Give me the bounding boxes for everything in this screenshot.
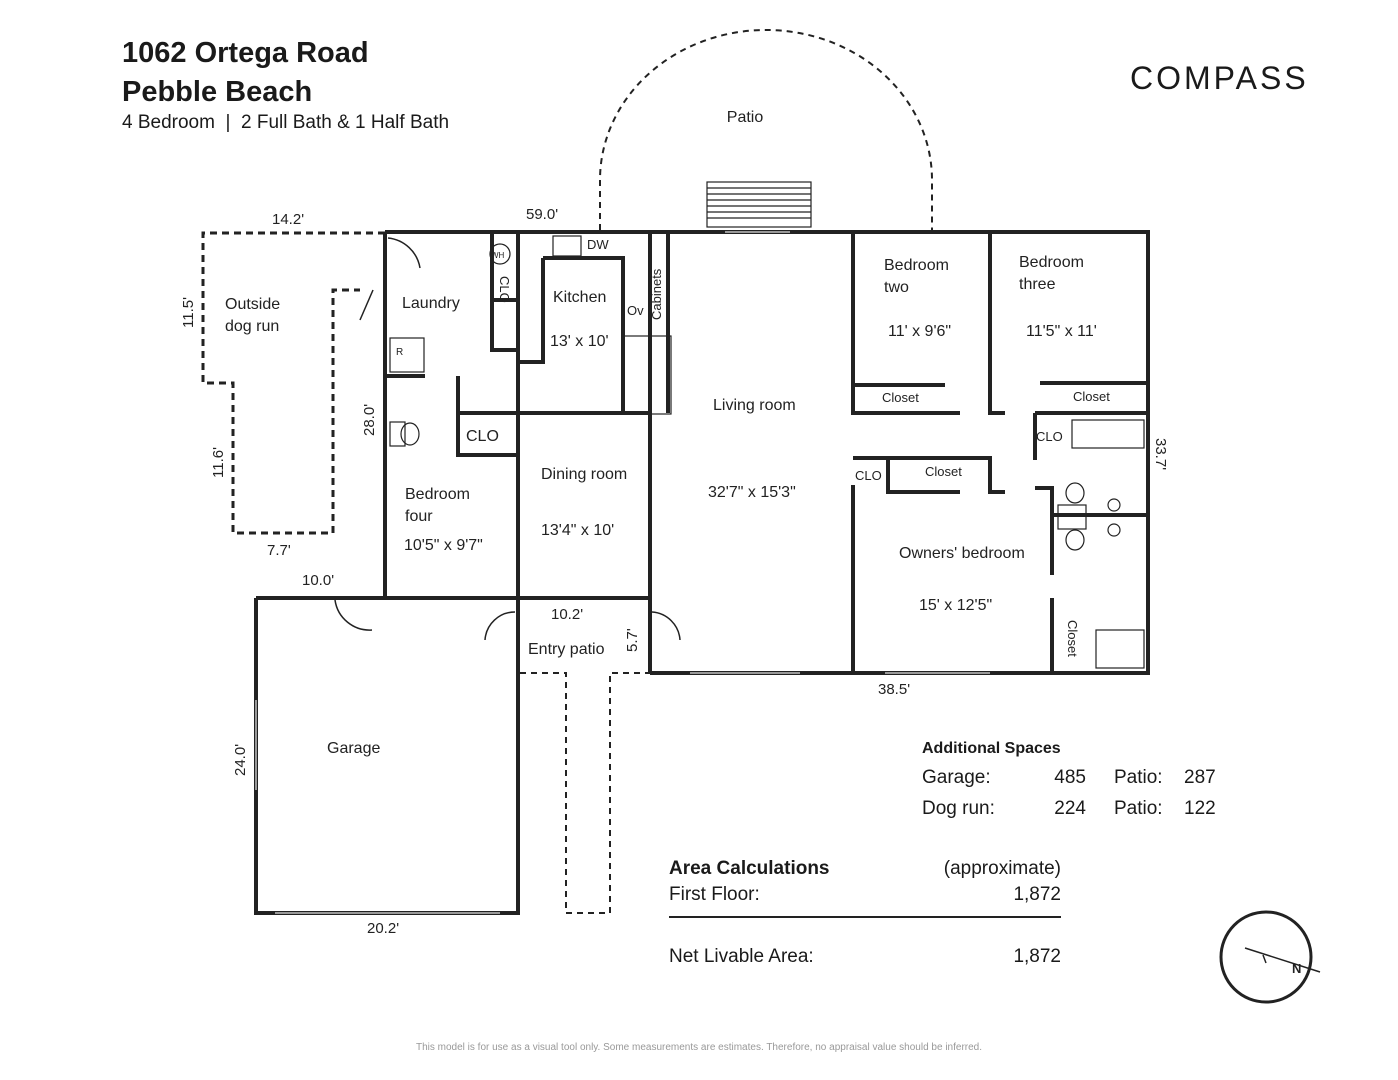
label-closet-b3: Closet	[1073, 389, 1110, 404]
patio-outline	[599, 29, 933, 230]
label-r: R	[396, 347, 403, 358]
label-owners-bedroom-size: 15' x 12'5"	[919, 597, 992, 614]
patio-steps	[706, 181, 812, 228]
dim-33-7: 33.7'	[1152, 438, 1169, 470]
dog-run-value: 224	[1054, 797, 1086, 819]
north-compass	[1219, 910, 1321, 1004]
label-closet-walkin: Closet	[1065, 620, 1080, 657]
label-kitchen-size: 13' x 10'	[550, 333, 609, 350]
walkway-outline	[520, 672, 650, 914]
compass-logo: COMPASS	[1130, 60, 1309, 96]
label-wh: WH	[491, 251, 505, 260]
property-summary: 4 Bedroom | 2 Full Bath & 1 Half Bath	[122, 112, 450, 133]
label-bedroom-four-2: four	[405, 508, 433, 525]
label-bedroom-three-2: three	[1019, 276, 1056, 293]
additional-spaces-title: Additional Spaces	[922, 740, 1061, 757]
label-closet-owners: Closet	[925, 464, 962, 479]
address-line-1: 1062 Ortega Road	[122, 37, 369, 69]
disclaimer: This model is for use as a visual tool o…	[415, 1042, 983, 1053]
first-floor-value: 1,872	[1013, 884, 1061, 905]
label-dining-room: Dining room	[541, 466, 627, 483]
label-closet-b2: Closet	[882, 390, 919, 405]
dog-run-label: Dog run:	[922, 797, 995, 819]
patio-label-2: Patio:	[1114, 797, 1163, 819]
additional-row: Garage: 485 Patio: 287	[922, 762, 1216, 793]
label-clo-bath: CLO	[1036, 429, 1063, 444]
label-cabinets: Cabinets	[649, 268, 664, 320]
label-patio: Patio	[727, 109, 764, 126]
label-dw: DW	[587, 237, 609, 252]
windows	[255, 231, 990, 914]
label-bedroom-two-size: 11' x 9'6"	[888, 323, 951, 340]
property-address: 1062 Ortega Road Pebble Beach	[122, 34, 369, 112]
dim-10-2: 10.2'	[551, 606, 583, 623]
label-bedroom-three-1: Bedroom	[1019, 254, 1084, 271]
garage-label: Garage:	[922, 766, 991, 788]
dim-5-7: 5.7'	[624, 628, 641, 652]
dim-10-0: 10.0'	[302, 572, 334, 589]
net-area-value: 1,872	[1013, 946, 1061, 967]
patio-label: Patio:	[1114, 766, 1163, 788]
label-bedroom-two-2: two	[884, 279, 909, 296]
label-clo-hall: CLO	[466, 428, 499, 445]
label-bedroom-two-1: Bedroom	[884, 257, 949, 274]
dim-11-6: 11.6'	[210, 447, 227, 478]
dim-24-0: 24.0'	[232, 744, 249, 776]
label-laundry: Laundry	[402, 295, 460, 312]
label-dining-room-size: 13'4" x 10'	[541, 522, 614, 539]
doors	[334, 237, 681, 641]
dim-28-0: 28.0'	[361, 404, 378, 436]
compass-north-label: N	[1292, 961, 1301, 976]
net-area-label: Net Livable Area:	[669, 946, 814, 967]
dog-run-outline	[201, 231, 385, 535]
address-line-2: Pebble Beach	[122, 76, 313, 108]
dim-59-0: 59.0'	[526, 206, 558, 223]
area-divider	[669, 916, 1061, 918]
dim-14-2: 14.2'	[272, 211, 304, 228]
label-bedroom-three-size: 11'5" x 11'	[1026, 323, 1097, 340]
patio-value-2: 122	[1184, 797, 1216, 819]
patio-value: 287	[1184, 766, 1216, 788]
label-garage: Garage	[327, 740, 380, 757]
garage-value: 485	[1054, 766, 1086, 788]
additional-spaces: Additional Spaces Garage: 485 Patio: 287…	[922, 740, 1216, 824]
dim-38-5: 38.5'	[878, 681, 910, 698]
label-living-room-size: 32'7" x 15'3"	[708, 484, 796, 501]
area-title: Area Calculations	[669, 858, 830, 879]
fixtures	[389, 235, 1145, 669]
label-entry-patio: Entry patio	[528, 641, 605, 658]
label-owners-bedroom: Owners' bedroom	[899, 545, 1025, 562]
label-bedroom-four-size: 10'5" x 9'7"	[404, 537, 483, 554]
area-note: (approximate)	[943, 858, 1061, 879]
label-clo-laundry: CLO	[497, 276, 512, 303]
area-calculations: Area Calculations (approximate) First Fl…	[669, 856, 1061, 970]
dim-7-7: 7.7'	[267, 542, 291, 559]
first-floor-label: First Floor:	[669, 884, 760, 905]
dim-20-2: 20.2'	[367, 920, 399, 937]
label-clo-owners: CLO	[855, 468, 882, 483]
additional-row: Dog run: 224 Patio: 122	[922, 793, 1216, 824]
label-dog-run-2: dog run	[225, 318, 279, 335]
label-ov: Ov	[627, 303, 644, 318]
label-kitchen: Kitchen	[553, 289, 606, 306]
label-bedroom-four-1: Bedroom	[405, 486, 470, 503]
label-living-room: Living room	[713, 397, 796, 414]
dim-11-5: 11.5'	[180, 297, 197, 328]
label-dog-run-1: Outside	[225, 296, 280, 313]
